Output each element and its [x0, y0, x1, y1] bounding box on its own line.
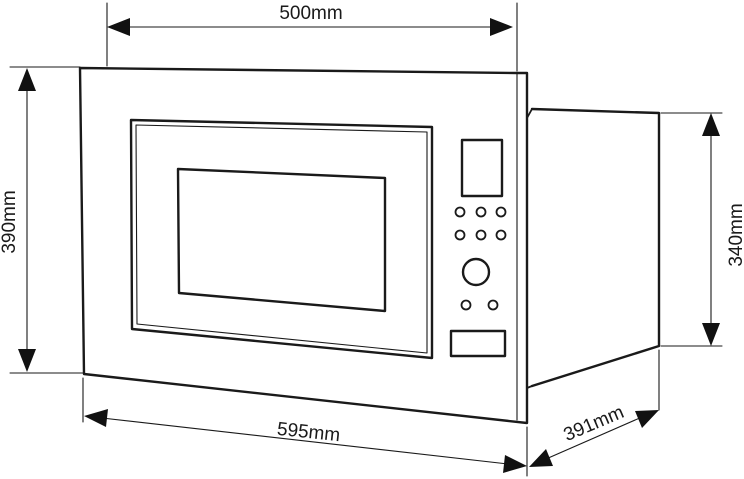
arrowhead-top-left: [107, 18, 130, 36]
dimension-front-height: 390mm: [0, 68, 36, 372]
arrowhead-depth-rear: [635, 410, 659, 428]
extension-lines: [9, 2, 723, 477]
door-inner-frame: [135, 124, 428, 354]
oven-front-panel: [78, 66, 529, 425]
door-window: [176, 167, 387, 313]
side-body-outline: [530, 107, 661, 388]
button-2-3: [495, 229, 507, 241]
arrowhead-left-bottom: [18, 349, 36, 372]
arrowhead-top-right: [490, 18, 513, 36]
button-1-3: [495, 206, 507, 218]
dimension-top-width: 500mm: [107, 3, 513, 36]
arrowhead-bottom-left: [84, 409, 108, 427]
button-2-2: [475, 229, 487, 241]
dimension-depth: 391mm: [529, 402, 659, 467]
button-3-1: [460, 299, 472, 311]
oven-door: [129, 118, 434, 360]
dim-line-front-width: [101, 417, 509, 465]
control-knob: [461, 257, 491, 287]
label-top-width: 500mm: [279, 3, 342, 24]
door-outer-frame: [129, 118, 434, 360]
arrowhead-bottom-right: [503, 455, 527, 473]
door-open-button: [449, 329, 507, 358]
button-1-1: [454, 206, 466, 218]
dimension-front-width: 595mm: [84, 409, 527, 473]
label-rear-height: 340mm: [726, 203, 744, 266]
label-depth: 391mm: [561, 402, 628, 446]
control-panel: [449, 138, 507, 358]
button-2-1: [454, 229, 466, 241]
dimension-rear-height: 340mm: [702, 113, 744, 346]
label-front-width: 595mm: [276, 419, 341, 447]
button-3-2: [487, 299, 499, 311]
arrowhead-right-bottom: [702, 323, 720, 346]
display-screen: [460, 138, 504, 198]
front-frame-outline: [78, 66, 529, 425]
arrowhead-depth-front: [529, 449, 553, 467]
label-front-height: 390mm: [0, 190, 20, 253]
button-1-2: [475, 206, 487, 218]
arrowhead-right-top: [702, 113, 720, 136]
oven-side-body: [526, 107, 661, 389]
dim-line-depth: [545, 416, 643, 460]
arrowhead-left-top: [18, 68, 36, 91]
